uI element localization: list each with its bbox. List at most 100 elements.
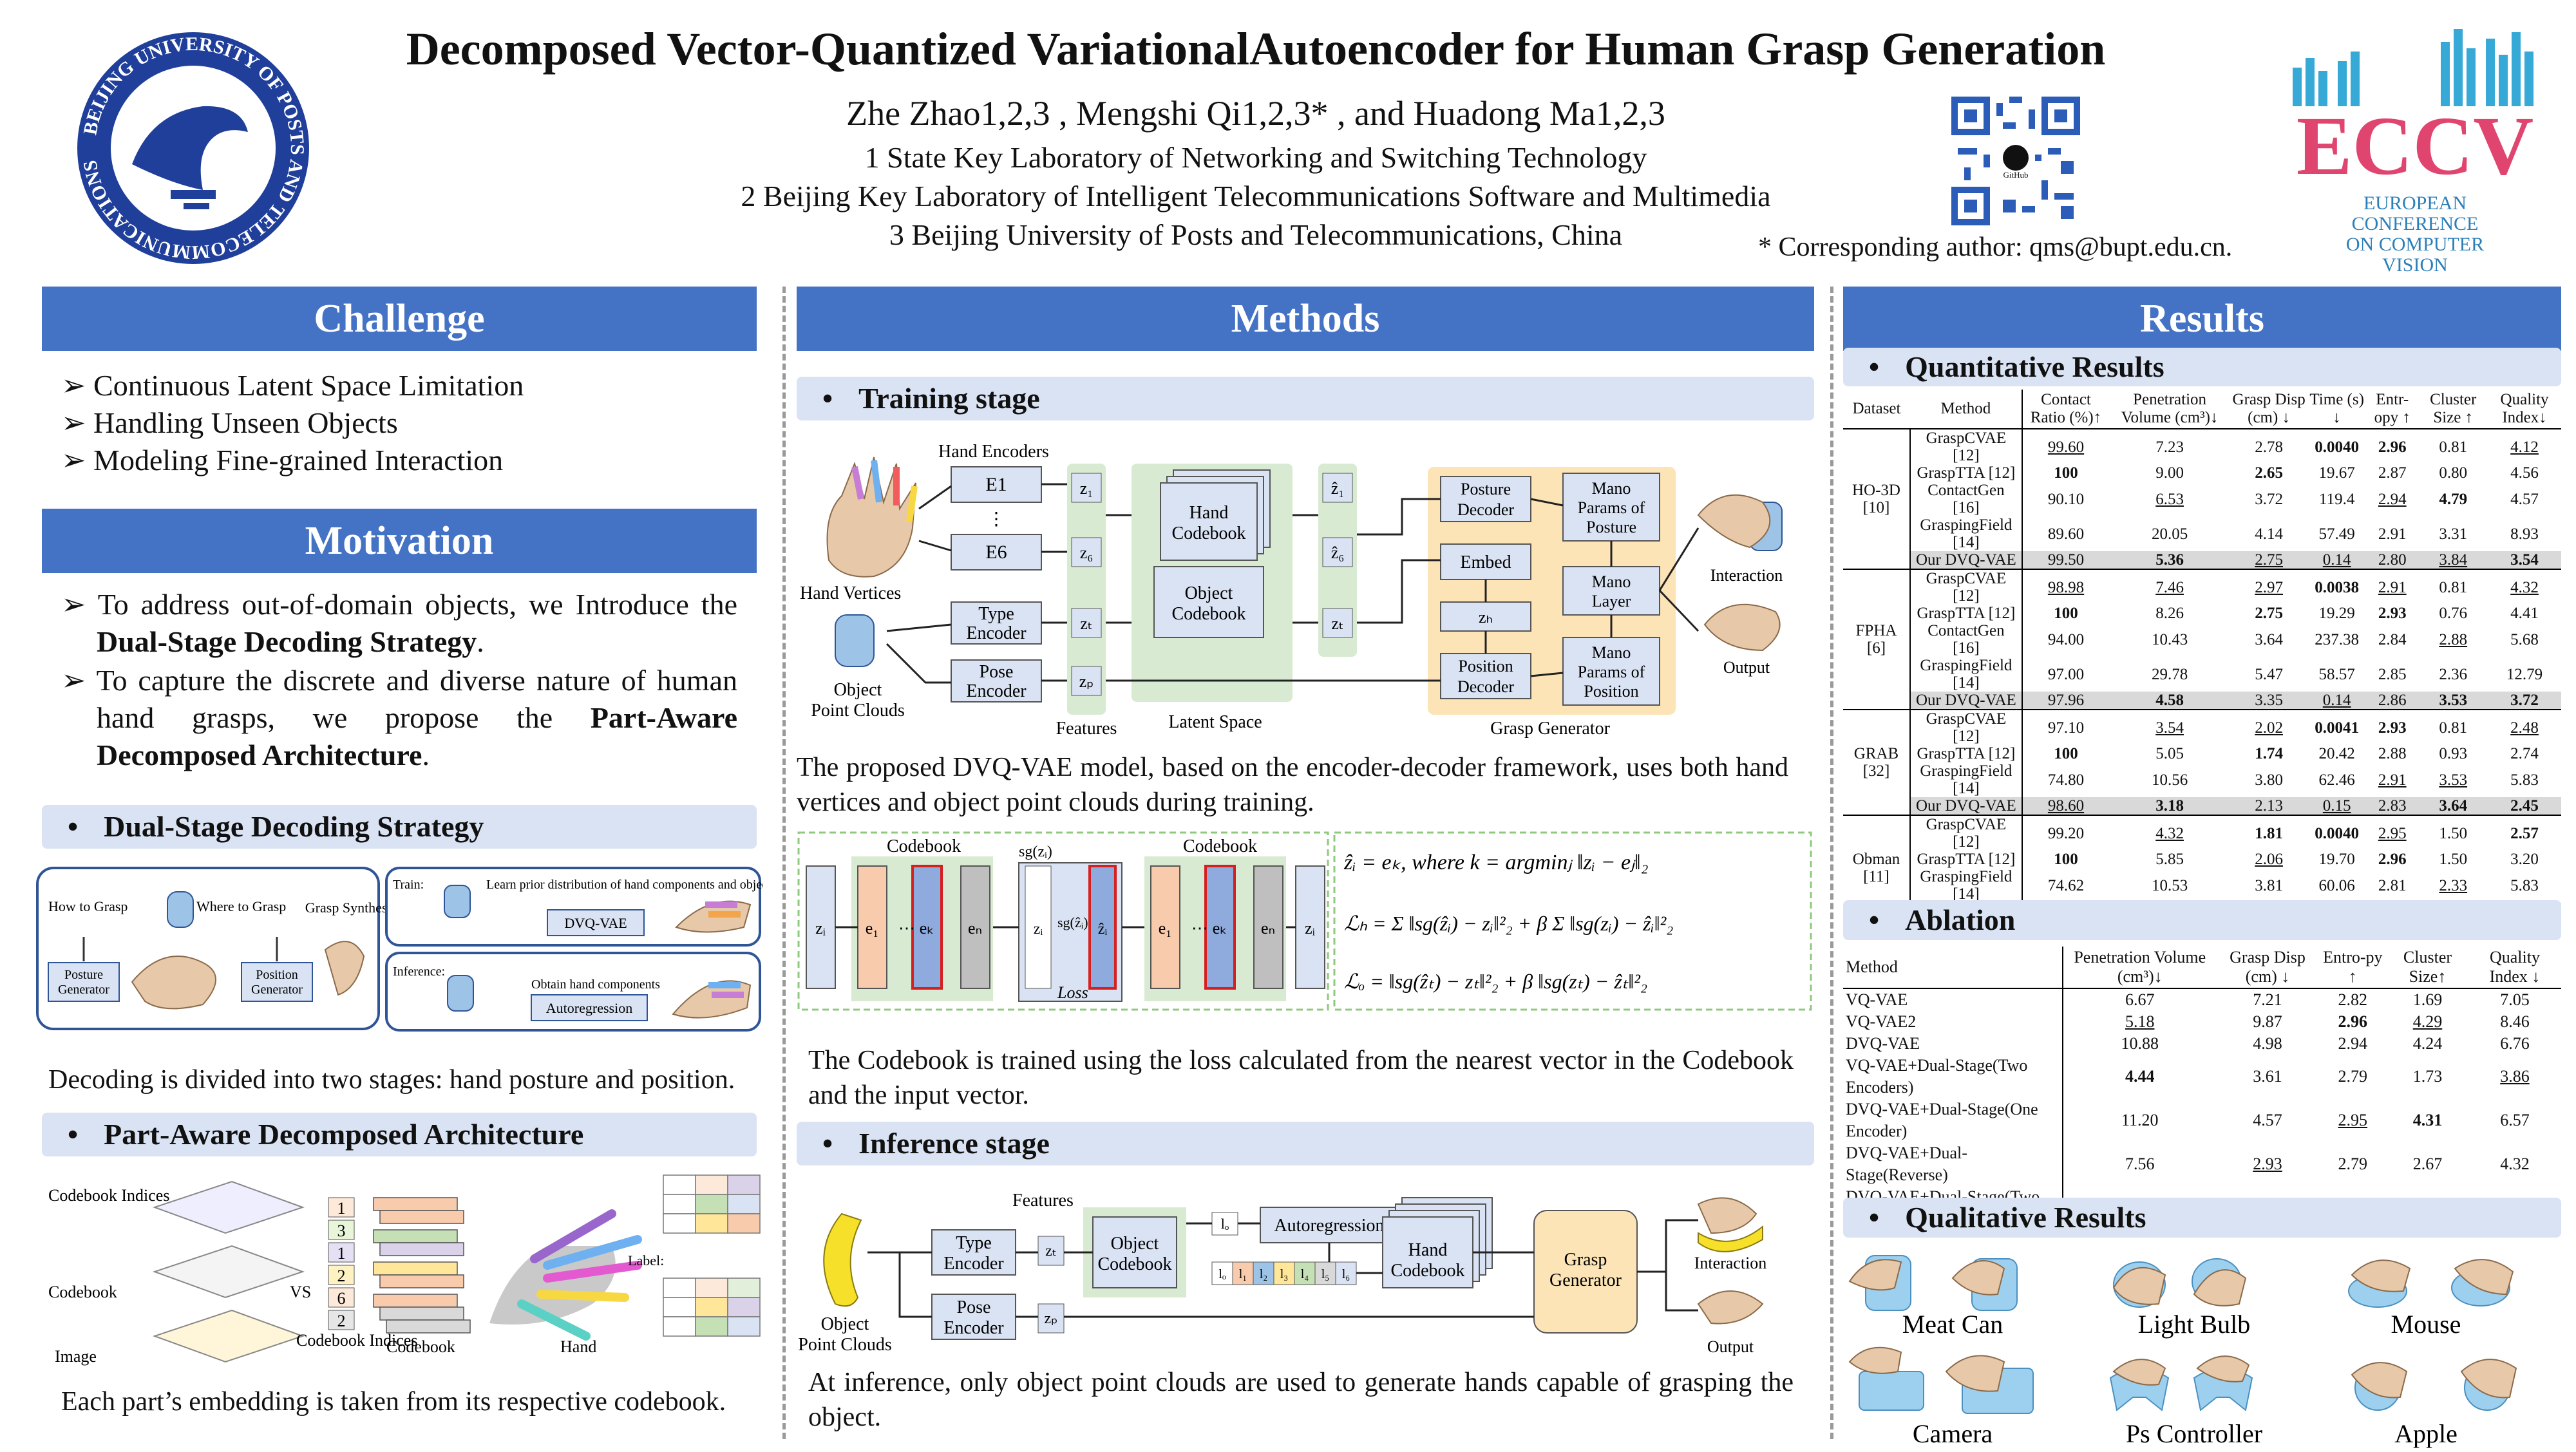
svg-text:Codebook: Codebook bbox=[1097, 1254, 1171, 1274]
value-cell: 9.87 bbox=[2253, 1012, 2282, 1031]
value-cell: 0.81 bbox=[2418, 709, 2488, 745]
svg-text:Embed: Embed bbox=[1460, 552, 1511, 572]
svg-text:Mano: Mano bbox=[1592, 643, 1631, 662]
svg-text:Pose: Pose bbox=[980, 662, 1014, 682]
svg-text:Meat Can: Meat Can bbox=[1902, 1310, 2003, 1339]
motivation-heading: Motivation bbox=[42, 509, 757, 573]
github-qr-code[interactable]: GitHub bbox=[1951, 97, 2080, 225]
column-divider bbox=[1830, 287, 1833, 1439]
svg-text:eₖ: eₖ bbox=[1213, 919, 1227, 938]
svg-text:zᵢ: zᵢ bbox=[1034, 921, 1043, 938]
value-cell: 0.0040 bbox=[2307, 815, 2367, 851]
value-cell: 5.47 bbox=[2255, 665, 2283, 683]
dual-stage-caption: Decoding is divided into two stages: han… bbox=[48, 1065, 735, 1095]
hand-vertices-image bbox=[826, 457, 918, 578]
svg-text:zᵢ: zᵢ bbox=[815, 919, 826, 938]
svg-text:Params of: Params of bbox=[1578, 663, 1645, 681]
method-cell: VQ-VAE bbox=[1843, 988, 2064, 1011]
svg-text:Position: Position bbox=[256, 968, 298, 982]
value-cell: 3.72 bbox=[2488, 692, 2561, 710]
value-cell: 4.32 bbox=[2500, 1155, 2530, 1173]
value-cell: 2.79 bbox=[2338, 1155, 2368, 1173]
affiliation-3: 3 Beijing University of Posts and Teleco… bbox=[889, 218, 1623, 251]
value-cell: 89.60 bbox=[2047, 525, 2085, 543]
method-cell: GraspingField [14] bbox=[1909, 657, 2023, 692]
svg-text:Object: Object bbox=[1185, 583, 1233, 603]
svg-text:l₄: l₄ bbox=[1301, 1267, 1309, 1281]
part-aware-caption: Each part’s embedding is taken from its … bbox=[61, 1387, 726, 1417]
method-cell: VQ-VAE2 bbox=[1843, 1011, 2064, 1033]
value-cell: 4.58 bbox=[2109, 692, 2230, 710]
method-cell: GraspCVAE [12] bbox=[1909, 429, 2023, 464]
svg-text:Codebook: Codebook bbox=[1171, 604, 1245, 624]
svg-text:zₕ: zₕ bbox=[1479, 608, 1493, 627]
value-cell: 58.57 bbox=[2318, 665, 2355, 683]
svg-text:Output: Output bbox=[1707, 1337, 1754, 1356]
svg-text:Type: Type bbox=[956, 1233, 992, 1253]
value-cell: 3.35 bbox=[2230, 692, 2308, 710]
value-cell: 1.69 bbox=[2412, 990, 2443, 1009]
svg-text:DVQ-VAE: DVQ-VAE bbox=[564, 915, 627, 931]
svg-text:Encoder: Encoder bbox=[943, 1254, 1004, 1274]
value-cell: 3.18 bbox=[2109, 797, 2230, 815]
svg-text:Hand Vertices: Hand Vertices bbox=[800, 583, 901, 603]
svg-text:Posture: Posture bbox=[64, 968, 103, 982]
value-cell: 2.96 bbox=[2378, 438, 2407, 456]
method-cell: GraspingField [14] bbox=[1909, 762, 2023, 797]
training-caption: The proposed DVQ-VAE model, based on the… bbox=[797, 753, 1788, 817]
svg-text:eₙ: eₙ bbox=[968, 919, 982, 938]
part-aware-subheading: •Part-Aware Decomposed Architecture bbox=[42, 1113, 757, 1156]
svg-text:E6: E6 bbox=[985, 542, 1007, 563]
value-cell: 2.81 bbox=[2378, 876, 2407, 894]
svg-text:Hand Encoders: Hand Encoders bbox=[938, 442, 1049, 462]
corresponding-author: * Corresponding author: qms@bupt.edu.cn. bbox=[1758, 232, 2233, 262]
qual-meat-can bbox=[1848, 1255, 2018, 1311]
value-cell: 3.84 bbox=[2418, 551, 2488, 569]
value-cell: 20.42 bbox=[2318, 745, 2355, 762]
value-cell: 3.72 bbox=[2255, 490, 2283, 508]
svg-text:⋮: ⋮ bbox=[987, 509, 1005, 529]
dataset-cell: GRAB [32] bbox=[1843, 709, 1911, 815]
value-cell: 12.79 bbox=[2506, 665, 2543, 683]
svg-text:ẑ₆: ẑ₆ bbox=[1331, 543, 1345, 562]
svg-text:Hand: Hand bbox=[1189, 503, 1229, 523]
svg-text:Position: Position bbox=[1458, 657, 1513, 675]
svg-text:zₜ: zₜ bbox=[1045, 1243, 1057, 1259]
value-cell: 5.05 bbox=[2155, 745, 2184, 762]
svg-text:Image: Image bbox=[55, 1347, 97, 1366]
value-cell: 2.75 bbox=[2230, 551, 2308, 569]
value-cell: 2.36 bbox=[2439, 665, 2468, 683]
value-cell: 1.81 bbox=[2230, 815, 2308, 851]
value-cell: 0.0041 bbox=[2307, 709, 2367, 745]
qual-camera bbox=[1848, 1346, 2034, 1414]
value-cell: 0.81 bbox=[2439, 438, 2468, 456]
svg-text:Learn prior distribution of ha: Learn prior distribution of hand compone… bbox=[486, 878, 763, 892]
svg-text:Train:: Train: bbox=[393, 878, 424, 892]
svg-text:Generator: Generator bbox=[1549, 1270, 1622, 1290]
value-cell: 3.64 bbox=[2255, 630, 2283, 648]
value-cell: 5.83 bbox=[2510, 771, 2539, 789]
value-cell: 19.29 bbox=[2318, 605, 2355, 622]
value-cell: 2.95 bbox=[2366, 815, 2419, 851]
svg-text:Codebook Indices: Codebook Indices bbox=[48, 1186, 169, 1205]
affiliation-1: 1 State Key Laboratory of Networking and… bbox=[864, 141, 1647, 174]
value-cell: 2.06 bbox=[2255, 851, 2283, 868]
value-cell: 4.98 bbox=[2253, 1034, 2282, 1053]
value-cell: 3.86 bbox=[2500, 1067, 2530, 1086]
value-cell: 1.74 bbox=[2255, 745, 2283, 762]
value-cell: 119.4 bbox=[2319, 490, 2355, 508]
svg-text:Encoder: Encoder bbox=[943, 1318, 1004, 1338]
codebook-caption: The Codebook is trained using the loss c… bbox=[808, 1046, 1794, 1110]
value-cell: 0.0040 bbox=[2315, 438, 2360, 456]
value-cell: 2.79 bbox=[2338, 1067, 2368, 1086]
svg-text:ẑᵢ: ẑᵢ bbox=[1098, 921, 1108, 938]
svg-text:lₒ: lₒ bbox=[1218, 1267, 1226, 1281]
method-cell: GraspingField [14] bbox=[1909, 516, 2023, 551]
svg-text:Codebook: Codebook bbox=[1183, 836, 1257, 856]
value-cell: 2.48 bbox=[2488, 709, 2561, 745]
svg-text:Grasp Synthesis: Grasp Synthesis bbox=[305, 900, 397, 916]
value-cell: 100 bbox=[2054, 464, 2078, 482]
